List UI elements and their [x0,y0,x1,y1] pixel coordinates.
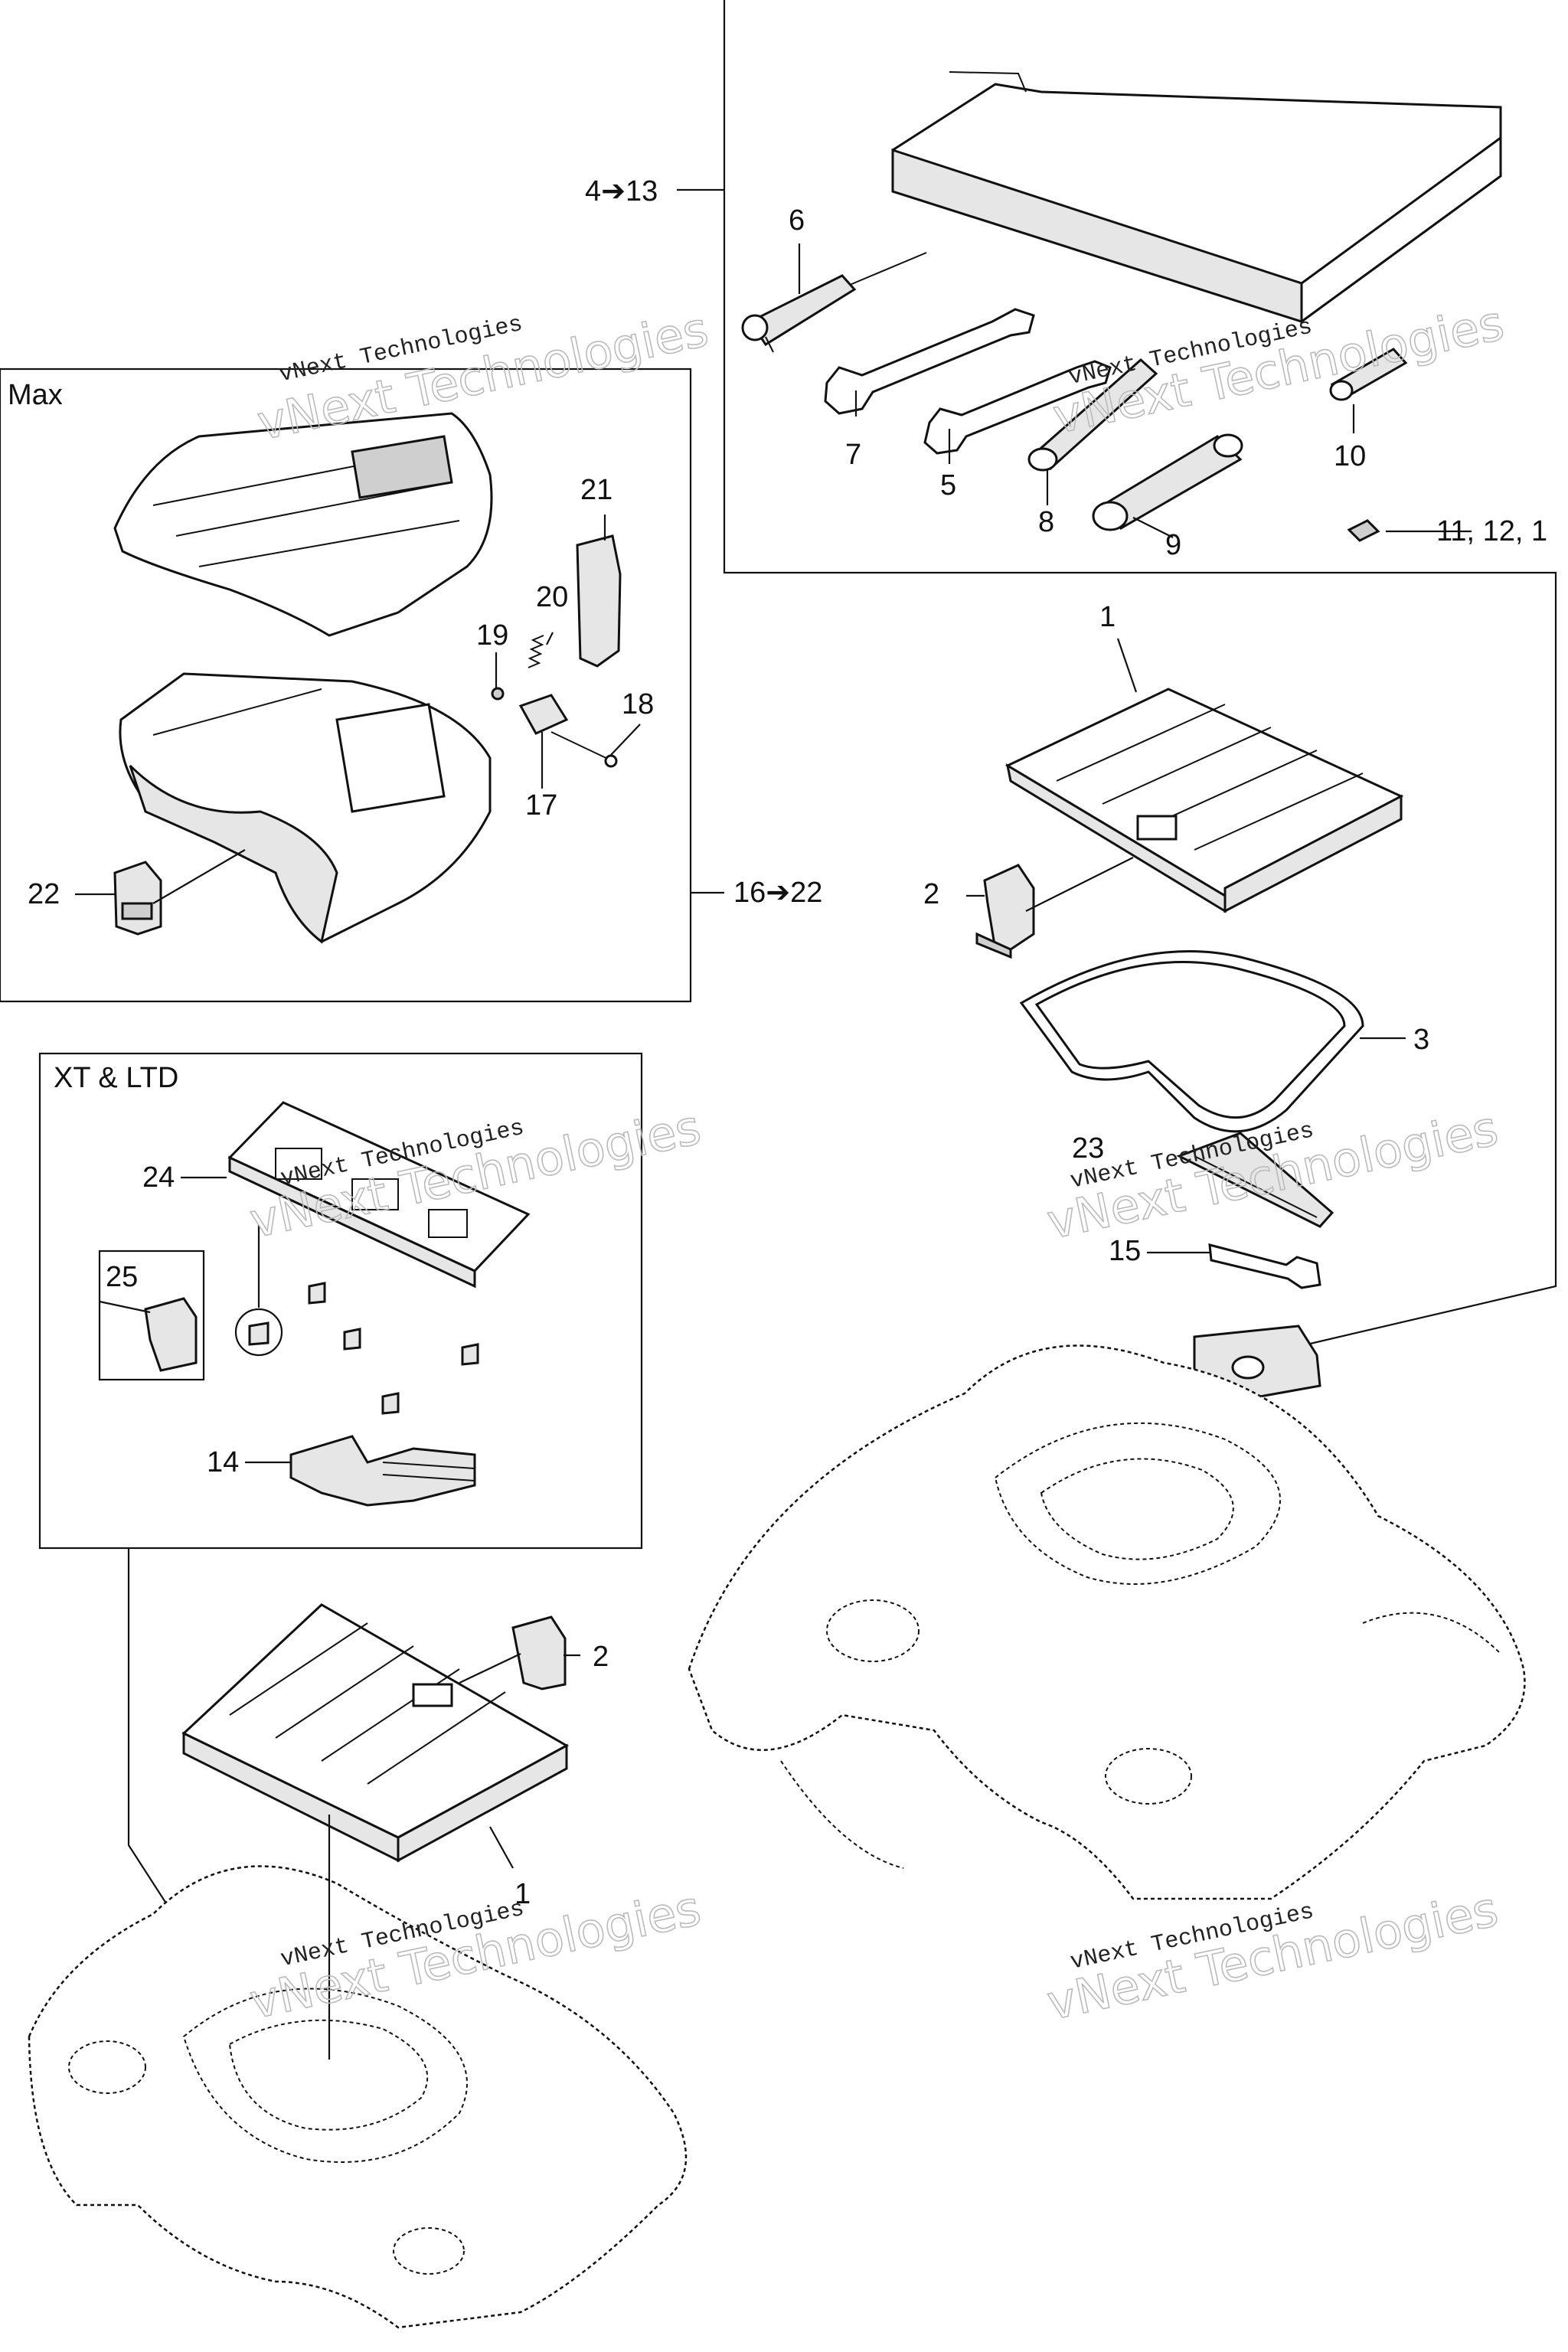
seat-icon [891,71,1502,324]
callout-11-12: 11, 12, 1 [1436,515,1547,547]
callout-5: 5 [940,469,956,501]
callout-19: 19 [476,619,508,652]
rack-bottom-icon [181,1603,570,1863]
tray-24-icon [227,1101,531,1289]
callout-14: 14 [207,1446,239,1478]
nut-19-icon [491,687,505,701]
callout-20: 20 [536,581,568,613]
callout-labels: 4➔13 6 7 5 8 9 10 11, 12, 1 1 2 3 23 15 … [28,175,1547,1910]
callout-16-22: 16➔22 [733,877,822,909]
latch-22-icon [113,861,162,936]
latch-2-bottom-icon [511,1615,567,1690]
callout-7: 7 [845,439,861,471]
callout-15: 15 [1109,1235,1141,1267]
latch-icon [975,864,1035,959]
hinge-14-icon [289,1435,476,1507]
bracket-23-icon [1176,1132,1334,1228]
callout-22: 22 [28,878,60,910]
max-box-label: Max [8,379,63,411]
max-box: Max [0,368,724,1003]
screwdriver-icon [741,252,927,353]
clip-circle [234,1308,283,1357]
callout-21: 21 [580,474,612,506]
xt-ltd-box-label: XT & LTD [54,1062,178,1094]
callout-4-13: 4➔13 [585,175,658,207]
latch-21-icon [576,534,622,668]
callout-3: 3 [1413,1024,1429,1056]
callout-23: 23 [1072,1132,1104,1165]
callout-6: 6 [789,204,805,237]
callout-24: 24 [142,1161,175,1194]
bolt-18-icon [550,731,618,768]
callout-25: 25 [106,1261,138,1293]
clip-25-box [98,1250,205,1381]
bracket-17-icon [518,694,569,735]
callout-1-bottom: 1 [514,1878,531,1910]
tool-kit-frame [677,0,1557,1349]
callout-17: 17 [525,789,557,822]
clips-group [308,1282,479,1415]
callout-8: 8 [1038,506,1054,538]
wrench-icon [824,308,1035,415]
callout-2-top: 2 [923,878,939,910]
callout-9: 9 [1165,529,1181,561]
callout-10: 10 [1334,440,1366,472]
spring-20-icon [528,635,544,668]
callout-18: 18 [622,688,654,720]
seal-icon [1019,950,1364,1133]
spark-plug-wrench-icon [1027,358,1158,472]
fender-bottom-icon [28,1865,688,2329]
leaders [75,243,1472,2060]
fuse-puller-icon [1329,348,1408,401]
wrench-small-icon [923,360,1112,455]
rack-icon [1004,688,1404,913]
callout-2-bottom: 2 [593,1641,609,1673]
fender-icon [688,1344,1526,1900]
fuse-icon [1347,519,1380,542]
wrench-15-icon [1208,1243,1321,1289]
callout-1-top: 1 [1099,601,1116,633]
storage-bin-icon [119,672,492,944]
storage-lid-icon [113,412,493,637]
socket-handle-icon [1092,433,1243,531]
